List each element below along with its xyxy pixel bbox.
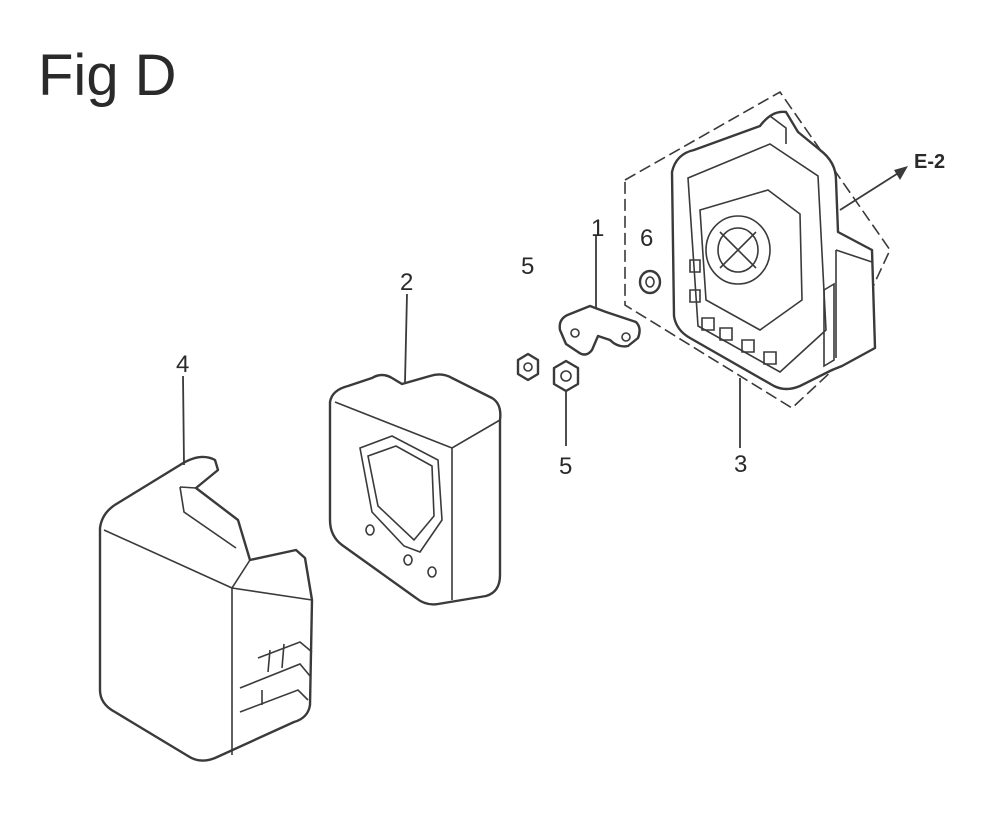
callout-4: 4 <box>176 351 189 378</box>
part-2-filter-element <box>328 373 502 606</box>
callout-5-upper: 5 <box>521 253 534 280</box>
part-1-bracket <box>558 304 641 356</box>
callout-5-lower: 5 <box>559 453 572 480</box>
part-6-collar <box>638 269 662 295</box>
reference-e2: E-2 <box>914 151 945 173</box>
part-4-cover <box>98 455 314 762</box>
leader-4 <box>182 375 185 466</box>
part-5-nut-upper <box>516 352 540 382</box>
part-3-case <box>624 90 891 410</box>
figure-title: Fig D <box>38 43 177 108</box>
leader-e2 <box>839 171 901 211</box>
callout-6: 6 <box>640 225 653 252</box>
callout-3: 3 <box>734 451 747 478</box>
leader-2 <box>404 293 408 383</box>
callout-1: 1 <box>591 215 604 242</box>
part-5-nut-lower <box>552 359 580 393</box>
arrowhead-icon <box>894 166 908 180</box>
callout-2: 2 <box>400 269 413 296</box>
